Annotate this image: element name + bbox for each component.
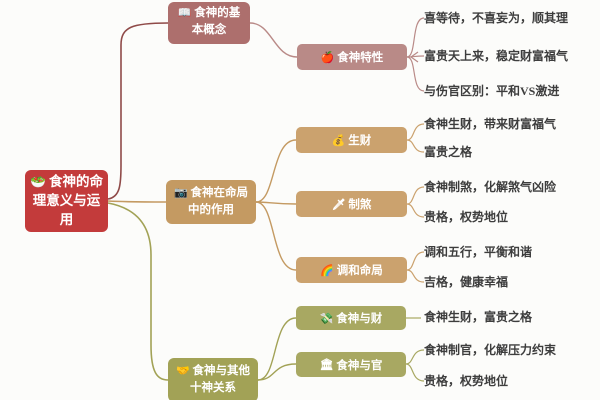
child-food-god-and-wealth[interactable]: 💸食神与财 <box>296 306 406 330</box>
branch-basic-concept[interactable]: 📖食神的基本概念 <box>168 2 250 44</box>
connector-branch1-traits <box>249 22 298 58</box>
leaf-node[interactable]: 贵格，权势地位 <box>424 374 509 388</box>
connector-officer-leaf2 <box>405 363 425 382</box>
connector-wealth-leaf2 <box>406 139 425 153</box>
leaf-node[interactable]: 喜等待，不喜妄为，顺其理 <box>424 11 569 25</box>
connector-officer-leaf1 <box>405 349 425 365</box>
camera-icon: 📷 <box>173 187 188 199</box>
money-with-wings-icon: 💸 <box>319 312 334 325</box>
child-harmonize-chart[interactable]: 🌈调和命局 <box>296 257 407 283</box>
child-food-god-and-officer[interactable]: 🏛食神与官 <box>296 352 406 377</box>
leaf-node[interactable]: 与伤官区别：平和VS激进 <box>424 84 560 98</box>
open-book-icon: 📖 <box>177 7 192 19</box>
connector-root-branch1 <box>107 22 169 200</box>
leaf-node[interactable]: 食神制煞，化解煞气凶险 <box>424 180 557 194</box>
apple-icon: 🍎 <box>320 51 335 64</box>
connector-harmony-leaf2 <box>406 269 425 283</box>
connector-branch3-officer <box>257 363 297 381</box>
arrow-traits-junction <box>409 51 419 63</box>
connector-branch2-wealth <box>255 139 297 203</box>
child-food-god-traits-label: 食神特性 <box>337 52 384 64</box>
child-harmonize-chart-label: 调和命局 <box>336 265 383 277</box>
handshake-icon: 🤝 <box>175 365 190 377</box>
salad-icon: 🥗 <box>30 175 46 189</box>
leaf-node[interactable]: 富贵天上来，稳定财富福气 <box>424 49 569 63</box>
connector-branch3-money <box>257 317 297 381</box>
leaf-node[interactable]: 富贵之格 <box>424 145 473 159</box>
child-control-sha-label: 制煞 <box>348 199 372 211</box>
money-bag-icon: 💰 <box>331 134 346 147</box>
dagger-icon: 🗡 <box>331 198 346 211</box>
branch-role-in-chart[interactable]: 📷食神在命局中的作用 <box>166 180 256 224</box>
connector-traits-leaf1 <box>406 17 425 58</box>
connector-branch2-harmony <box>255 201 297 271</box>
root-node[interactable]: 🥗食神的命理意义与运用 <box>25 170 108 232</box>
connector-harmony-leaf1 <box>406 251 425 271</box>
child-generate-wealth[interactable]: 💰生财 <box>296 127 407 153</box>
leaf-node[interactable]: 贵格，权势地位 <box>424 210 509 224</box>
root-label: 食神的命理意义与运用 <box>32 174 103 228</box>
connector-root-branch2 <box>107 200 167 203</box>
child-food-god-and-wealth-label: 食神与财 <box>336 313 383 325</box>
bank-icon: 🏛 <box>319 359 334 371</box>
child-food-god-traits[interactable]: 🍎食神特性 <box>297 44 407 70</box>
leaf-node[interactable]: 食神制官，化解压力约束 <box>424 343 557 357</box>
child-food-god-and-officer-label: 食神与官 <box>336 359 383 372</box>
branch-role-in-chart-label: 食神在命局中的作用 <box>188 187 249 217</box>
leaf-node[interactable]: 调和五行，平衡和谐 <box>424 245 533 259</box>
branch-relations-ten-gods[interactable]: 🤝食神与其他十神关系 <box>168 358 258 400</box>
connector-wealth-leaf1 <box>406 123 425 141</box>
connector-zhisha-leaf2 <box>406 203 425 218</box>
branch-basic-concept-label: 食神的基本概念 <box>191 7 241 37</box>
connector-traits-leaf3 <box>406 56 425 92</box>
rainbow-icon: 🌈 <box>320 264 334 277</box>
leaf-node[interactable]: 食神生财，带来财富福气 <box>424 117 557 131</box>
child-control-sha[interactable]: 🗡制煞 <box>296 191 407 217</box>
connector-root-branch3 <box>107 202 169 381</box>
leaf-node[interactable]: 食神生财，富贵之格 <box>424 310 533 324</box>
leaf-node[interactable]: 吉格，健康幸福 <box>424 275 509 289</box>
connector-zhisha-leaf1 <box>406 186 425 205</box>
branch-relations-ten-gods-label: 食神与其他十神关系 <box>190 365 251 395</box>
child-generate-wealth-label: 生财 <box>348 135 372 147</box>
